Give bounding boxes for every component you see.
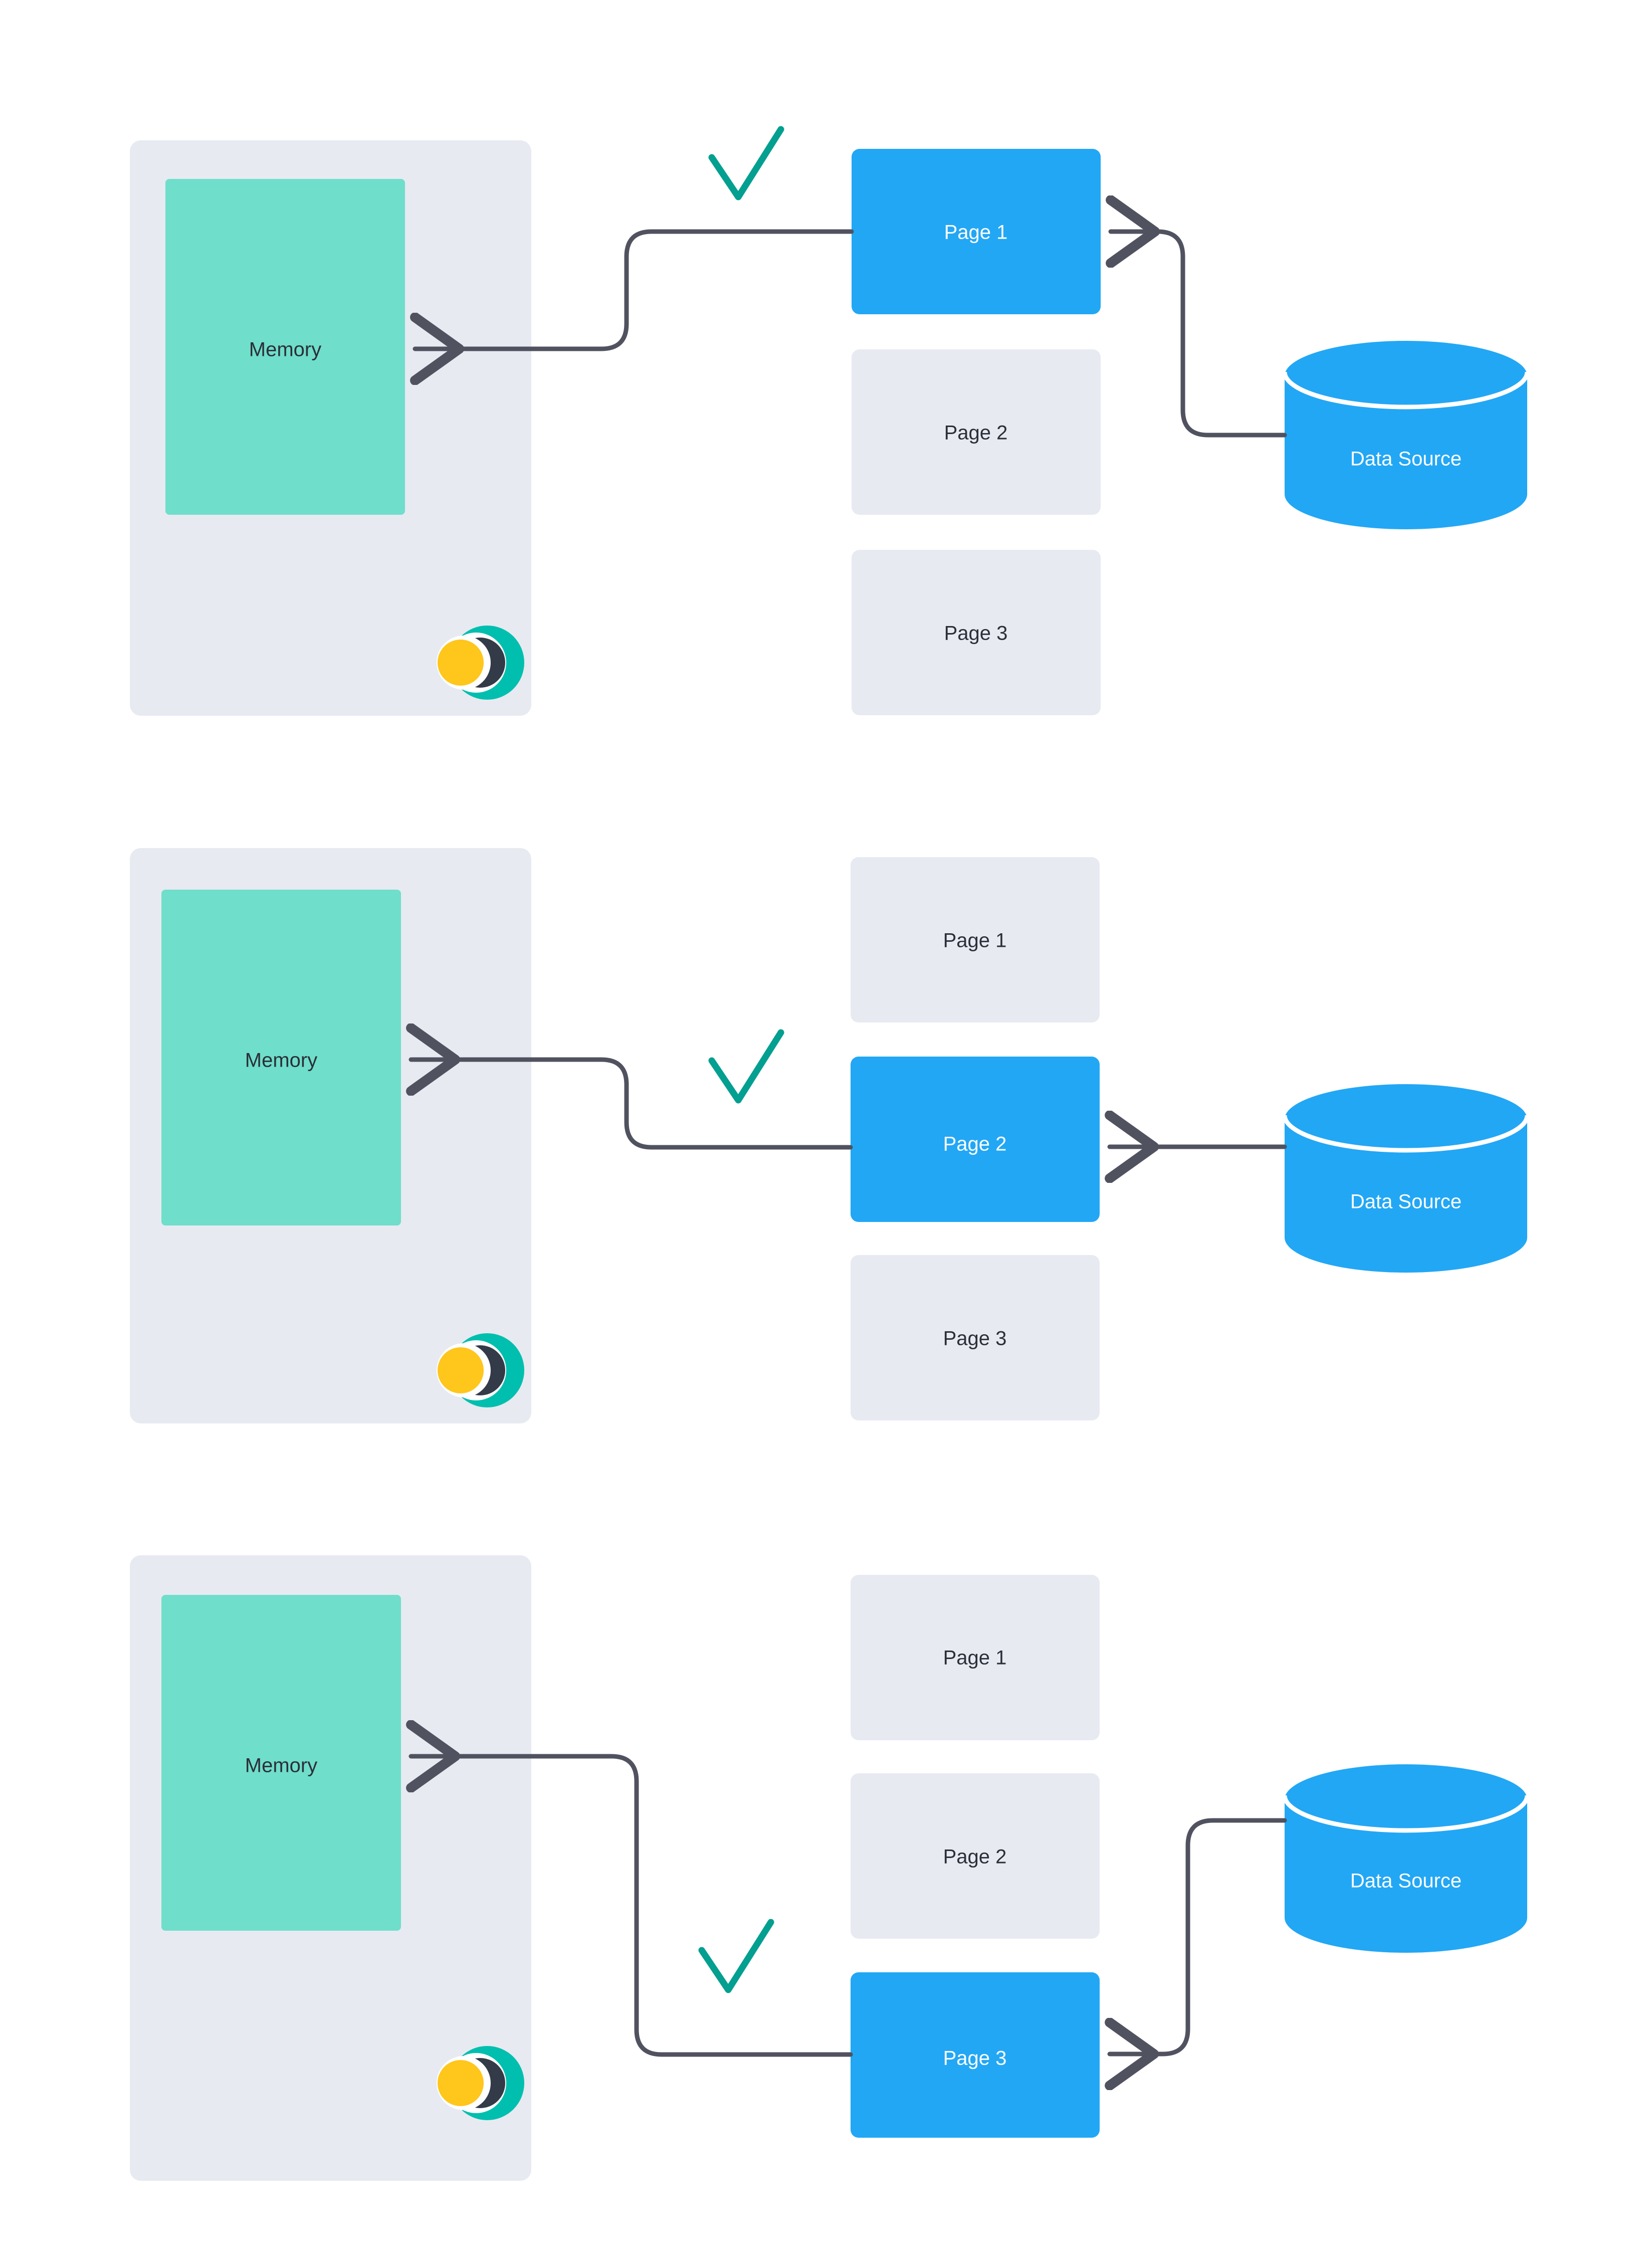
flow-datasource-to-page-1	[1111, 232, 1287, 438]
page-label-1: Page 1	[943, 1647, 1007, 1669]
page-box-2[interactable]	[851, 1057, 1100, 1222]
page-label-3: Page 3	[943, 2047, 1007, 2070]
data-source-label: Data Source	[1350, 1191, 1462, 1213]
data-source-cylinder[interactable]	[1282, 341, 1530, 529]
flow-page-1-to-memory	[415, 229, 854, 349]
page-label-3: Page 3	[943, 1328, 1007, 1350]
flow-page-2-to-memory	[411, 1060, 853, 1150]
panel-step-1: Memory Page 1 Page 2 Page 3 Data Source	[130, 129, 1530, 716]
flow-page-3-to-memory	[411, 1756, 853, 2057]
data-source-cylinder[interactable]	[1282, 1764, 1530, 1953]
page-box-1[interactable]	[851, 857, 1100, 1022]
page-box-2[interactable]	[852, 349, 1101, 515]
page-box-1[interactable]	[852, 149, 1101, 314]
memory-label: Memory	[245, 1050, 317, 1072]
panel-step-2: Memory Page 1 Page 2 Page 3 Data Source	[130, 848, 1530, 1423]
page-label-2: Page 2	[944, 422, 1008, 444]
page-box-1[interactable]	[851, 1575, 1100, 1740]
page-box-3[interactable]	[851, 1255, 1100, 1420]
page-box-2[interactable]	[851, 1773, 1100, 1939]
panel-step-3: Memory Page 1 Page 2 Page 3 Data Source	[130, 1555, 1530, 2181]
flow-datasource-to-page-3	[1110, 1818, 1287, 2054]
memory-box[interactable]	[165, 179, 405, 515]
page-label-1: Page 1	[944, 222, 1008, 244]
data-source-label: Data Source	[1350, 1870, 1462, 1892]
memory-label: Memory	[249, 339, 321, 361]
data-source-cylinder[interactable]	[1282, 1084, 1530, 1273]
page-box-3[interactable]	[851, 1972, 1100, 2138]
page-label-3: Page 3	[944, 623, 1008, 645]
memory-label: Memory	[245, 1755, 317, 1777]
memory-box[interactable]	[161, 890, 401, 1225]
page-label-2: Page 2	[943, 1846, 1007, 1868]
data-source-label: Data Source	[1350, 448, 1462, 470]
page-label-1: Page 1	[943, 930, 1007, 952]
page-label-2: Page 2	[943, 1133, 1007, 1155]
memory-box[interactable]	[161, 1595, 401, 1931]
page-box-3[interactable]	[852, 550, 1101, 715]
